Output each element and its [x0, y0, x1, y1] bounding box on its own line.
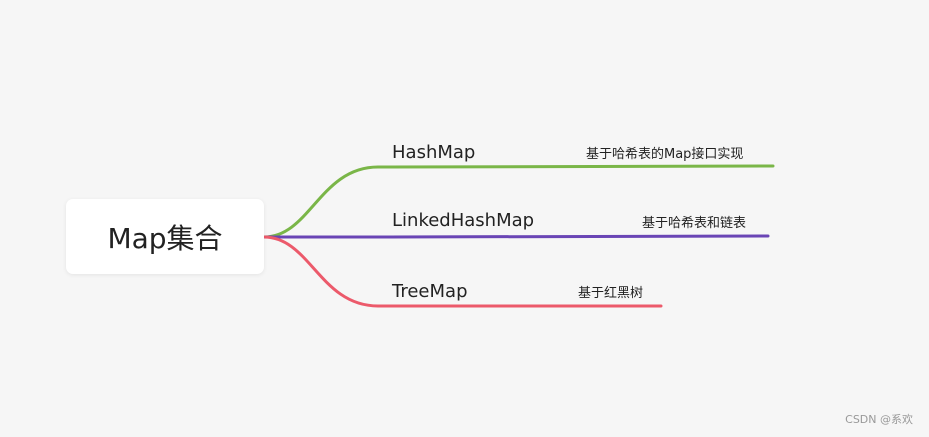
branch-label-treemap[interactable]: TreeMap	[392, 281, 468, 302]
branch-label-hashmap[interactable]: HashMap	[392, 142, 476, 163]
connector-treemap	[262, 235, 392, 308]
leaf-label-linkedhashmap[interactable]: 基于哈希表和链表	[642, 216, 747, 231]
leaf-label-hashmap[interactable]: 基于哈希表的Map接口实现	[586, 147, 744, 162]
branch-line-hashmap	[388, 164, 775, 169]
root-label: Map集合	[107, 221, 223, 255]
branch-line-linkedhashmap	[388, 234, 770, 239]
connector-hashmap	[262, 165, 392, 239]
leaf-label-treemap[interactable]: 基于红黑树	[578, 286, 644, 301]
branch-label-linkedhashmap[interactable]: LinkedHashMap	[392, 210, 535, 231]
watermark: CSDN @系欢	[845, 413, 913, 426]
root-node[interactable]: Map集合	[66, 199, 264, 274]
